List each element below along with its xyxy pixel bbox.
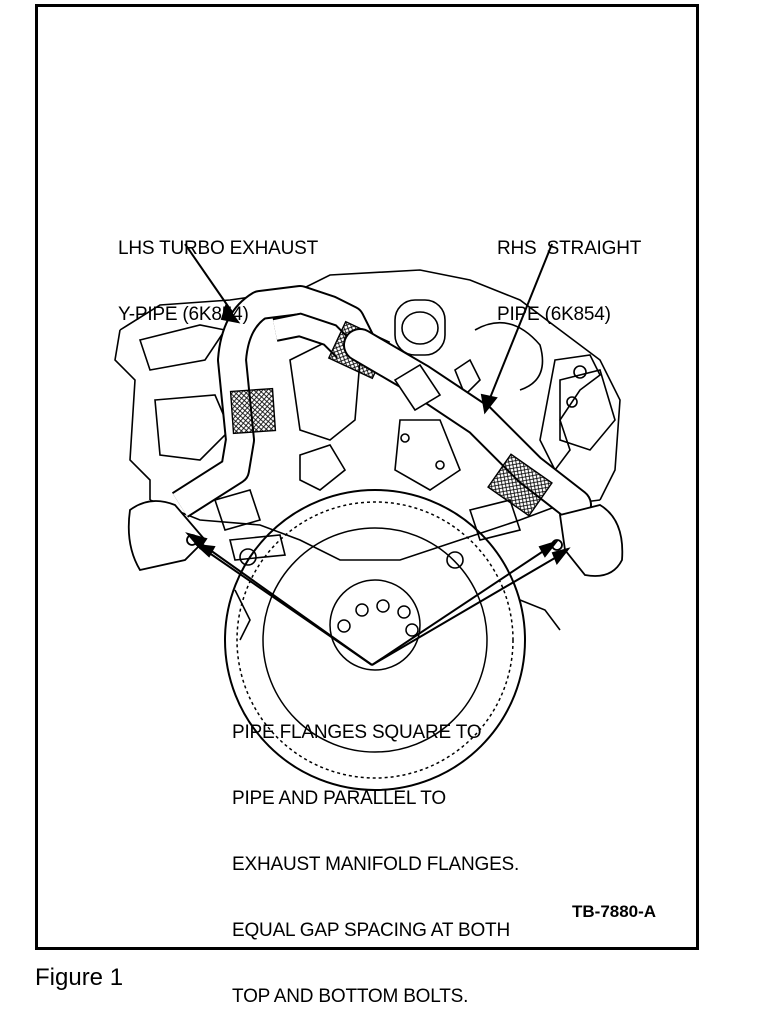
flange-note: PIPE FLANGES SQUARE TO PIPE AND PARALLEL… [232,678,519,1030]
lhs-callout: LHS TURBO EXHAUST Y-PIPE (6K854) [118,194,318,348]
rhs-straight-pipe [343,328,592,522]
rhs-callout-line1: RHS STRAIGHT [497,238,642,259]
leader-lines [184,243,571,666]
flange-note-line5: TOP AND BOTTOM BOLTS. [232,986,469,1007]
lhs-callout-line1: LHS TURBO EXHAUST [118,238,319,259]
rhs-callout-line2: PIPE (6K854) [497,304,611,325]
lhs-callout-line2: Y-PIPE (6K854) [118,304,249,325]
figure-code: TB-7880-A [572,902,657,921]
figure-caption: Figure 1 [35,964,124,991]
engine-block [114,269,621,641]
flange-note-line1: PIPE FLANGES SQUARE TO [232,722,482,743]
flywheel [224,489,526,791]
rhs-callout: RHS STRAIGHT PIPE (6K854) [497,194,641,348]
flange-note-line3: EXHAUST MANIFOLD FLANGES. [232,854,520,875]
figure-frame [35,4,699,950]
flange-note-line2: PIPE AND PARALLEL TO [232,788,446,809]
flange-note-line4: EQUAL GAP SPACING AT BOTH [232,920,510,941]
